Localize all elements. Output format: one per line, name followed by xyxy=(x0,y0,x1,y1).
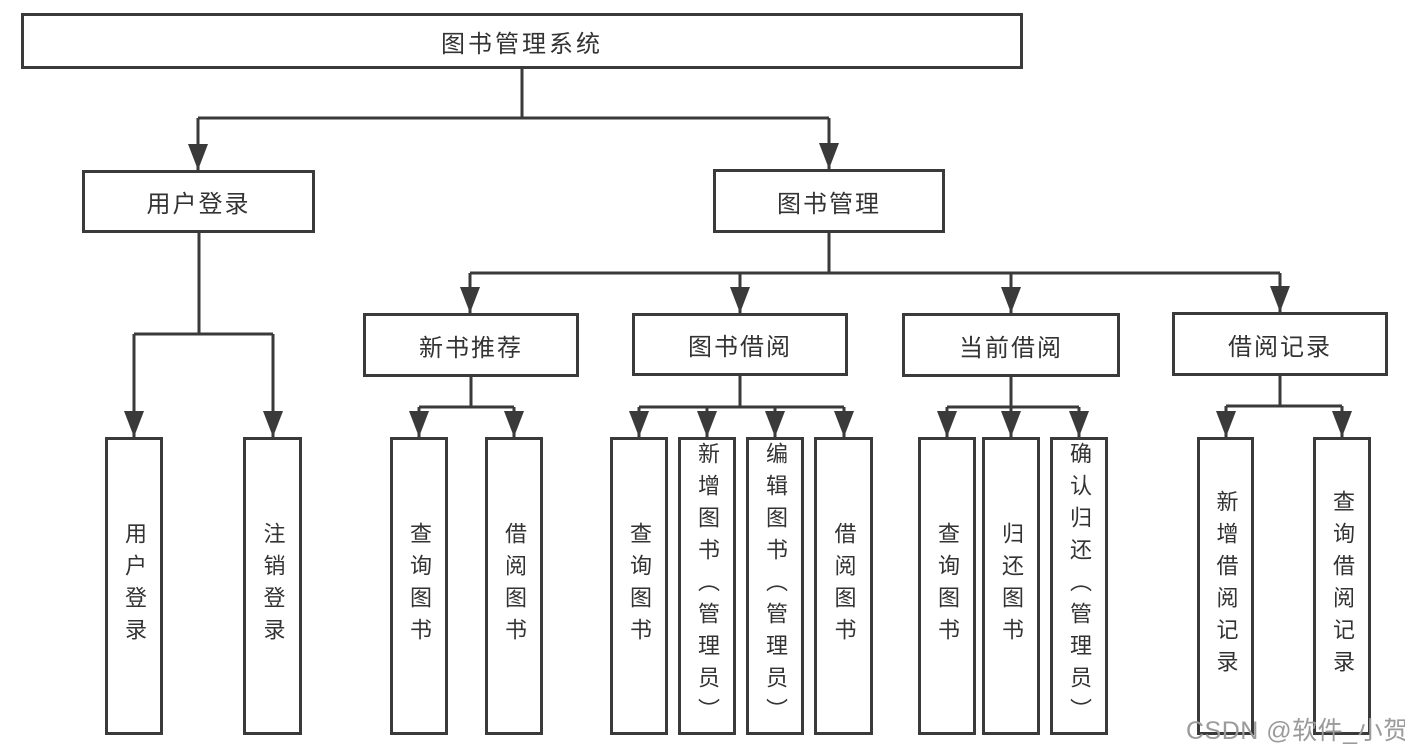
leaf-records-add-record: 新增借阅记录 xyxy=(1197,437,1254,735)
node-current-borrowing-label: 当前借阅 xyxy=(959,334,1063,362)
leaf-recommend-query-books: 查询图书 xyxy=(390,437,448,735)
leaf-user-login: 用户登录 xyxy=(105,437,163,735)
leaf-records-query-record-label: 查询借阅记录 xyxy=(1330,490,1355,682)
node-book-borrowing-label: 图书借阅 xyxy=(688,334,792,361)
leaf-current-confirm-return-admin-label: 确认归还（管理员） xyxy=(1067,442,1092,730)
watermark: CSDN @软件_小贺同学 xyxy=(1186,717,1405,745)
node-new-book-recommend-label: 新书推荐 xyxy=(419,334,523,362)
node-book-borrowing: 图书借阅 xyxy=(632,313,848,376)
leaf-user-login-label: 用户登录 xyxy=(122,522,147,650)
leaf-borrowing-borrow-books-label: 借阅图书 xyxy=(831,522,857,650)
leaf-current-query-books: 查询图书 xyxy=(918,437,976,735)
leaf-logout: 注销登录 xyxy=(243,437,302,735)
leaf-recommend-borrow-books-label: 借阅图书 xyxy=(502,522,527,650)
connector-lines xyxy=(132,69,1344,437)
leaf-borrowing-add-books-admin-label: 新增图书（管理员） xyxy=(695,442,720,730)
node-root: 图书管理系统 xyxy=(21,13,1023,69)
leaf-current-return-books-label: 归还图书 xyxy=(999,522,1024,650)
leaf-recommend-borrow-books: 借阅图书 xyxy=(485,437,543,735)
leaf-borrowing-query-books-label: 查询图书 xyxy=(627,522,652,650)
leaf-borrowing-edit-books-admin-label: 编辑图书（管理员） xyxy=(763,442,788,730)
node-book-management-branch-label: 图书管理 xyxy=(777,190,881,218)
leaf-borrowing-edit-books-admin: 编辑图书（管理员） xyxy=(746,437,804,735)
node-borrowing-records: 借阅记录 xyxy=(1172,312,1388,376)
node-user-login-branch-label: 用户登录 xyxy=(146,191,251,218)
node-current-borrowing: 当前借阅 xyxy=(902,313,1120,377)
node-user-login-branch: 用户登录 xyxy=(82,170,315,233)
leaf-records-query-record: 查询借阅记录 xyxy=(1313,437,1371,735)
leaf-current-query-books-label: 查询图书 xyxy=(935,522,960,650)
node-book-management-branch: 图书管理 xyxy=(713,169,945,233)
leaf-borrowing-borrow-books: 借阅图书 xyxy=(814,437,873,735)
leaf-records-add-record-label: 新增借阅记录 xyxy=(1213,490,1239,682)
node-borrowing-records-label: 借阅记录 xyxy=(1228,333,1332,361)
leaf-borrowing-add-books-admin: 新增图书（管理员） xyxy=(678,437,736,735)
node-new-book-recommend: 新书推荐 xyxy=(363,313,579,377)
leaf-logout-label: 注销登录 xyxy=(260,522,286,650)
leaf-recommend-query-books-label: 查询图书 xyxy=(407,522,432,650)
leaf-current-return-books: 归还图书 xyxy=(982,437,1040,735)
leaf-borrowing-query-books: 查询图书 xyxy=(610,437,668,735)
leaf-current-confirm-return-admin: 确认归还（管理员） xyxy=(1050,437,1108,735)
node-root-label: 图书管理系统 xyxy=(441,30,603,58)
